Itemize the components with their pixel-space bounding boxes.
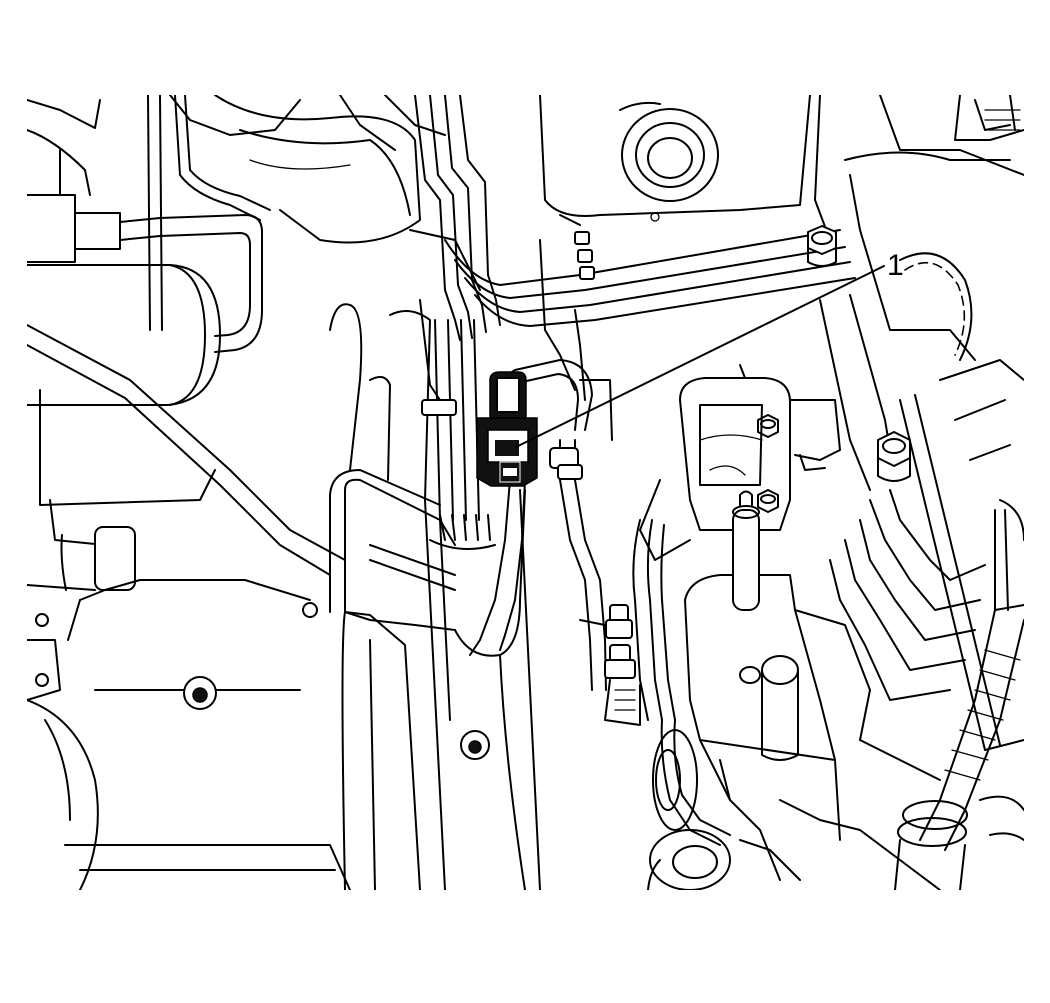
bolt	[807, 225, 837, 267]
line-clip	[421, 399, 457, 416]
center-panel	[329, 229, 541, 890]
illustration-body	[27, 95, 1024, 890]
brake-lines	[27, 95, 456, 631]
brake-line-fitting	[74, 212, 121, 250]
callout-label: 1	[887, 249, 904, 282]
accessory-bracket	[639, 364, 841, 561]
callout-leader-line	[515, 265, 885, 448]
reservoir-bracket	[684, 490, 941, 890]
drive-belt	[632, 519, 731, 890]
hose-fittings	[579, 604, 641, 726]
intake-ribs	[829, 359, 1024, 781]
bolt	[877, 431, 911, 482]
bolt	[757, 414, 779, 438]
brake-line-bundle	[414, 95, 856, 550]
callout-1: 1	[515, 249, 904, 448]
lower-left-bracket	[27, 526, 351, 890]
hardware-bolts	[757, 225, 911, 513]
ribbed-hose	[894, 499, 1024, 890]
isolator-bushing	[94, 526, 136, 591]
coolant-hoses	[814, 95, 1024, 491]
firewall-panel	[539, 95, 811, 401]
strut-tower	[27, 95, 446, 244]
reservoir-neck	[732, 509, 760, 611]
wheel-speed-sensor-connector	[476, 371, 538, 487]
bolt	[757, 489, 779, 513]
sensor-harness	[469, 359, 613, 691]
brake-booster-assembly	[27, 129, 263, 546]
